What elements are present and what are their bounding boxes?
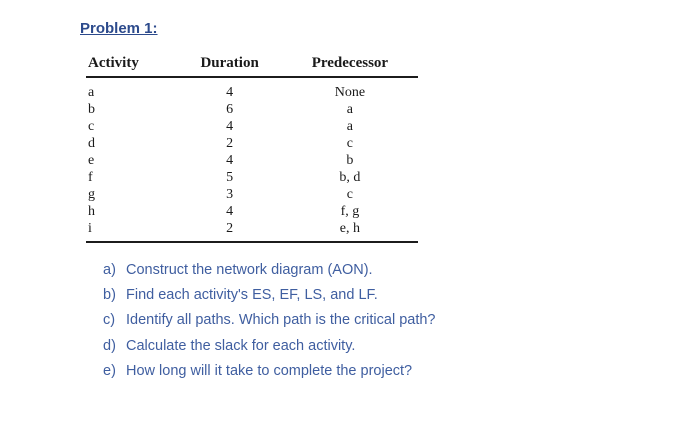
question-label: d)	[103, 337, 116, 354]
cell-activity: a	[88, 85, 95, 100]
question-item-e: e) How long will it take to complete the…	[103, 363, 640, 380]
cell-duration: 3	[226, 187, 234, 202]
header-predecessor: Predecessor	[281, 53, 418, 78]
question-item-c: c) Identify all paths. Which path is the…	[103, 312, 640, 329]
cell-predecessor: b	[346, 153, 354, 168]
question-label: c)	[103, 312, 116, 329]
cell-duration: 4	[226, 119, 234, 134]
cell-predecessor: f, g	[340, 204, 360, 219]
question-item-d: d) Calculate the slack for each activity…	[103, 338, 640, 355]
cell-duration: 4	[226, 85, 234, 100]
activity-table: Activity Duration Predecessor a 4 None b…	[86, 53, 418, 243]
cell-predecessor: c	[346, 136, 354, 151]
cell-predecessor: e, h	[339, 221, 361, 236]
table-row: f 5 b, d	[86, 169, 418, 186]
cell-duration: 2	[226, 221, 234, 236]
header-duration: Duration	[177, 53, 282, 78]
table-row: a 4 None	[86, 77, 418, 101]
cell-predecessor: None	[334, 85, 366, 100]
question-item-a: a) Construct the network diagram (AON).	[103, 262, 640, 279]
document-page: Problem 1: Activity Duration Predecessor…	[80, 20, 640, 388]
cell-predecessor: a	[346, 102, 354, 117]
table-row: b 6 a	[86, 101, 418, 118]
cell-activity: g	[88, 187, 95, 202]
table-header-row: Activity Duration Predecessor	[86, 53, 418, 78]
cell-activity: f	[88, 170, 93, 185]
header-activity: Activity	[86, 53, 178, 78]
cell-duration: 6	[226, 102, 234, 117]
table-row: g 3 c	[86, 186, 418, 203]
question-text: Identify all paths. Which path is the cr…	[126, 312, 436, 329]
cell-activity: h	[88, 204, 95, 219]
question-text: Find each activity's ES, EF, LS, and LF.	[126, 287, 378, 304]
table-row: d 2 c	[86, 135, 418, 152]
question-text: How long will it take to complete the pr…	[126, 362, 413, 379]
question-text: Calculate the slack for each activity.	[126, 337, 356, 354]
table-row: e 4 b	[86, 152, 418, 169]
question-label: b)	[103, 287, 116, 304]
question-label: a)	[103, 262, 116, 278]
cell-activity: b	[88, 102, 95, 117]
cell-duration: 2	[226, 136, 234, 151]
question-list: a) Construct the network diagram (AON). …	[80, 262, 640, 379]
question-text: Construct the network diagram (AON).	[126, 262, 373, 278]
cell-activity: c	[88, 119, 95, 134]
table-row: c 4 a	[86, 118, 418, 135]
cell-predecessor: c	[346, 187, 354, 202]
table-row: h 4 f, g	[86, 203, 418, 220]
cell-activity: d	[88, 136, 95, 151]
page-title: Problem 1:	[80, 20, 158, 37]
question-label: e)	[103, 362, 116, 379]
question-item-b: b) Find each activity's ES, EF, LS, and …	[103, 287, 640, 304]
cell-activity: i	[88, 221, 92, 236]
cell-duration: 4	[226, 153, 234, 168]
table-row: i 2 e, h	[86, 220, 418, 242]
cell-predecessor: a	[346, 119, 354, 134]
cell-activity: e	[88, 153, 95, 168]
cell-duration: 5	[226, 170, 234, 185]
cell-predecessor: b, d	[339, 170, 361, 185]
cell-duration: 4	[226, 204, 234, 219]
